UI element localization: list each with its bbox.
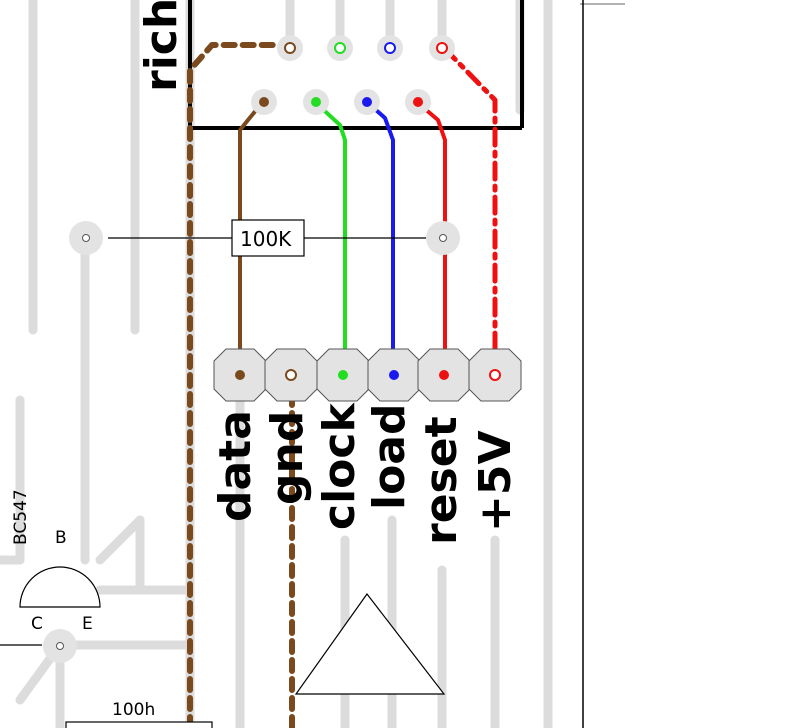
wire-load (366, 101, 395, 377)
pin-label-gnd: gnd (262, 411, 313, 505)
pin-label-clock: clock (314, 402, 365, 530)
transistor-pin-e: E (82, 614, 93, 634)
pin-label-reset: reset (416, 416, 467, 545)
header-pads (213, 348, 522, 402)
wires (187, 42, 498, 728)
wire-5v (441, 45, 498, 378)
resistor-100k-label: 100K (240, 227, 292, 251)
connector-label: richt (136, 0, 187, 92)
resistor-100k: 100K (108, 219, 436, 257)
pin-label-5v: +5V (470, 430, 521, 532)
pin-labels: data gnd clock load reset +5V (210, 402, 521, 545)
transistor-pin-b: B (55, 528, 67, 548)
triangle-symbol (294, 592, 446, 695)
wire-clock (314, 101, 347, 377)
pad-lower-left-hole (56, 642, 64, 650)
wire-data-dashed (187, 42, 291, 728)
transistor-name: BC547 (11, 489, 31, 545)
resistor-100h-label: 100h (112, 700, 155, 720)
transistor-bc547: BC547 B C E (11, 489, 101, 634)
resistor-100h: 100h (65, 700, 213, 728)
wire-reset (416, 101, 447, 377)
resistor-pads (69, 221, 460, 255)
pin-label-load: load (364, 404, 415, 511)
connector-pads-top (251, 35, 455, 115)
transistor-pin-c: C (31, 614, 43, 634)
pin-label-data: data (210, 410, 261, 522)
